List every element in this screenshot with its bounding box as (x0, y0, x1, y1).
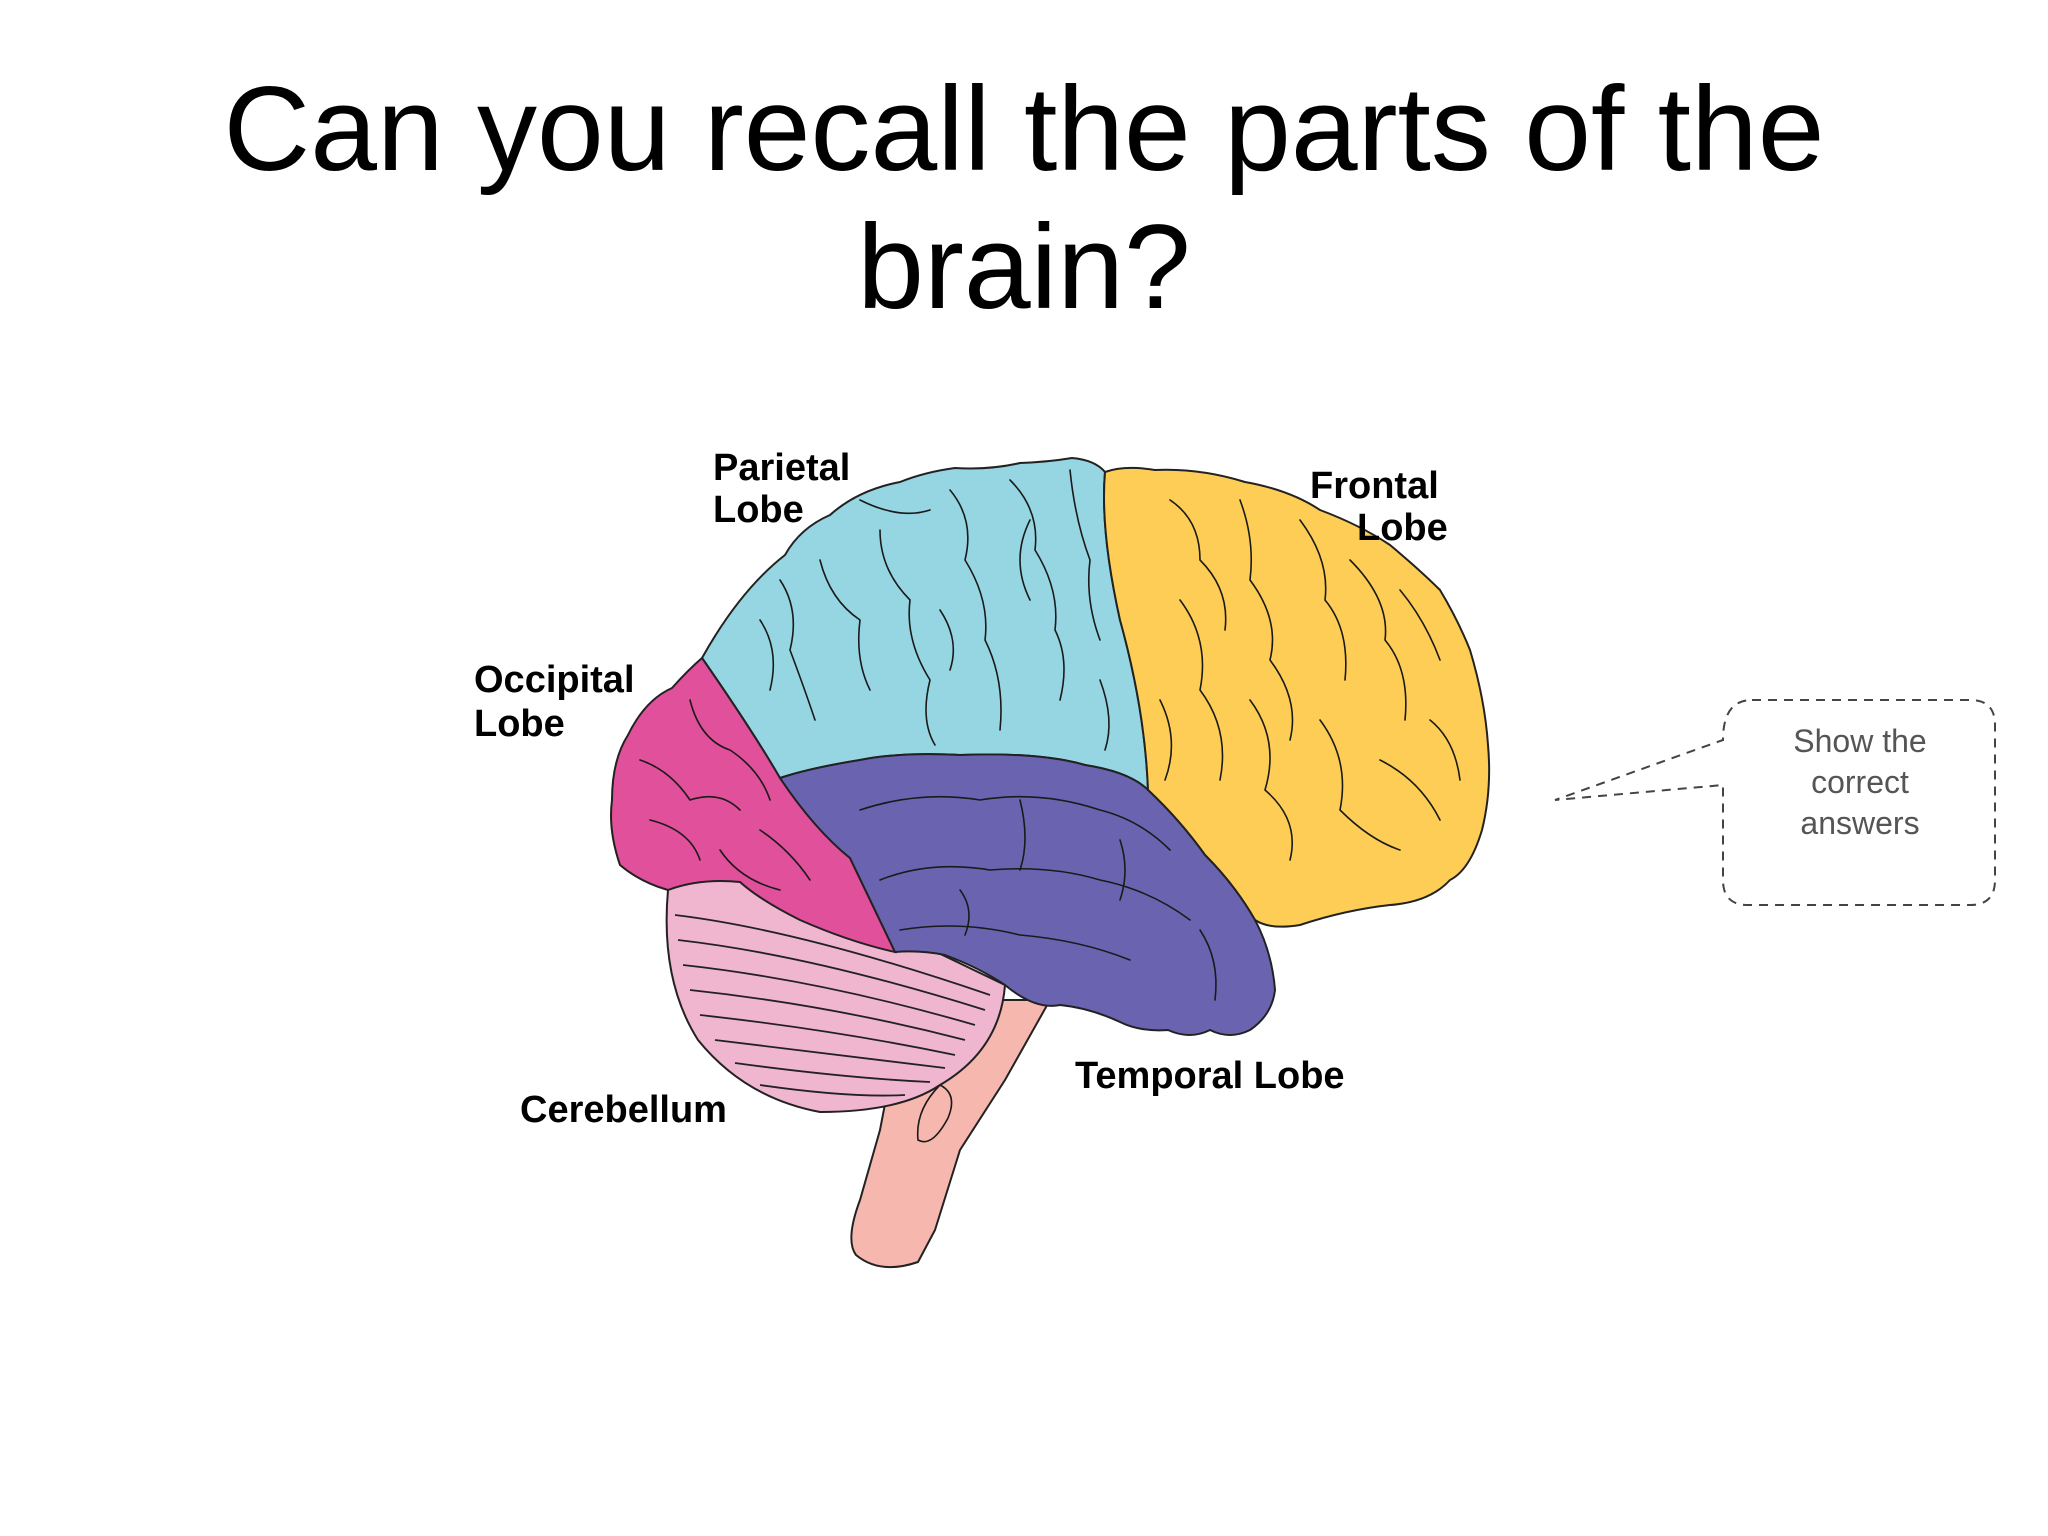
label-frontal-lobe-line-2: Lobe (1357, 507, 1448, 549)
callout-text-line-3[interactable]: answers (1800, 805, 1919, 841)
label-occipital-lobe-line-1: Occipital (474, 659, 635, 701)
slide-title: Can you recall the parts of the brain? (0, 60, 2048, 336)
label-temporal-lobe: Temporal Lobe (1075, 1055, 1345, 1097)
show-answers-callout[interactable]: Show the correct answers (1554, 699, 1996, 906)
label-parietal-lobe-line-1: Parietal (713, 447, 850, 489)
callout-bubble[interactable] (1554, 699, 1996, 906)
label-frontal-lobe-line-1: Frontal (1310, 465, 1439, 507)
slide-title-line-2: brain? (857, 200, 1191, 334)
label-occipital-lobe-line-2: Lobe (474, 703, 565, 745)
temporal-lobe (778, 753, 1277, 1036)
callout-text-line-1[interactable]: Show the (1793, 723, 1926, 759)
cerebellum (665, 875, 1007, 1114)
brain-folds (639, 469, 1461, 1001)
label-cerebellum: Cerebellum (520, 1089, 727, 1131)
label-parietal-lobe-line-2: Lobe (713, 489, 804, 531)
slide-title-line-1: Can you recall the parts of the (223, 62, 1825, 196)
callout-text-line-2[interactable]: correct (1811, 764, 1909, 800)
